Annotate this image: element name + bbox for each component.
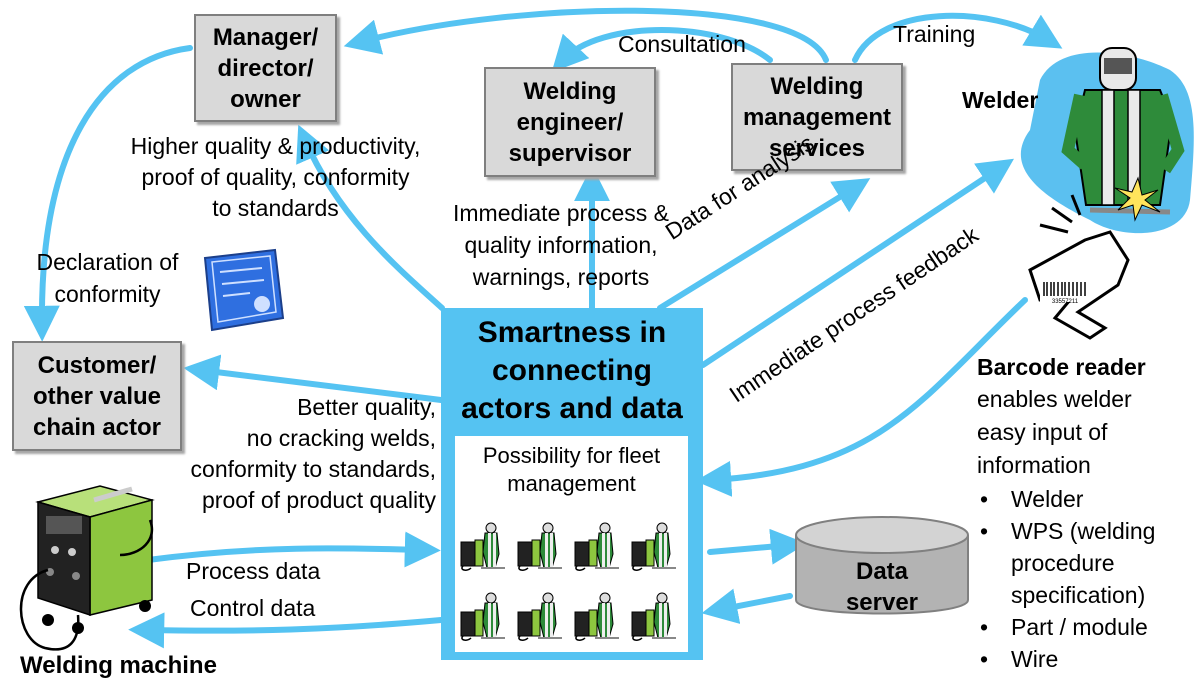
arrow-services-to-engineer (551, 27, 773, 73)
barcode-items: Welder WPS (welding procedure specificat… (977, 483, 1192, 675)
welder-figure-icon (1061, 47, 1185, 222)
control-data-label: Control data (190, 595, 316, 621)
arrow-hub-to-services (657, 178, 871, 311)
barcode-title: Barcode reader (977, 354, 1146, 380)
barcode-number: 33557211 (1052, 299, 1079, 305)
consultation-label: Consultation (618, 31, 746, 57)
barcode-item-welder: Welder (977, 483, 1192, 515)
arrow-services-to-manager (343, 7, 829, 63)
customer-benefits-label: Better quality, no cracking welds, confo… (190, 394, 436, 513)
engineer-label: Welding engineer/ supervisor (508, 77, 632, 167)
hub-node: Smartness in connecting actors and data … (441, 308, 703, 660)
arrow-hub-to-customer (183, 354, 444, 403)
process-data-label: Process data (186, 558, 321, 584)
customer-node: Customer/ other value chain actor (12, 341, 182, 451)
manager-label: Manager/ director/ owner (212, 23, 319, 113)
arrow-machine-to-hub (145, 531, 441, 568)
barcode-description: Barcode reader enables welder easy input… (977, 351, 1192, 675)
manager-benefits-label: Higher quality & productivity, proof of … (130, 133, 421, 221)
certificate-icon (203, 248, 285, 332)
fleet-station-icon (517, 592, 562, 641)
manager-node: Manager/ director/ owner (194, 14, 337, 122)
immediate-info-label: Immediate process & quality information,… (452, 200, 670, 290)
barcode-desc: enables welder easy input of information (977, 386, 1132, 478)
fleet-station-icon (574, 522, 619, 571)
fleet-station-icon (460, 592, 505, 641)
welder-label: Welder (962, 87, 1039, 113)
fleet-grid (460, 522, 676, 641)
arrow-hub-to-machine (128, 612, 444, 649)
fleet-station-icon (460, 522, 505, 571)
welding-machine-icon (19, 485, 155, 651)
fleet-station-icon (517, 522, 562, 571)
services-node: Welding management services (731, 63, 903, 171)
barcode-item-wire: Wire (977, 643, 1192, 675)
barcode-item-wps: WPS (welding procedure specification) (977, 515, 1192, 611)
fleet-station-icon (631, 592, 676, 641)
fleet-station-icon (574, 592, 619, 641)
barcode-item-part: Part / module (977, 611, 1192, 643)
arrow-server-to-hub (701, 588, 793, 625)
customer-label: Customer/ other value chain actor (32, 351, 162, 441)
machine-label: Welding machine (20, 652, 217, 679)
training-label: Training (893, 21, 976, 47)
hub-title: Smartness in connecting actors and data (461, 316, 683, 425)
server-label: Data server (845, 558, 919, 616)
arrow-hub-to-server (707, 528, 807, 565)
fleet-panel: Possibility for fleet management (455, 436, 688, 652)
arrow-barcode-to-hub (695, 297, 1028, 497)
arrow-hub-to-manager (296, 124, 445, 311)
engineer-node: Welding engineer/ supervisor (484, 67, 656, 177)
fleet-station-icon (631, 522, 676, 571)
declaration-label: Declaration of conformity (36, 249, 179, 307)
arrow-services-to-welder (852, 12, 1063, 63)
services-label: Welding management services (742, 72, 892, 162)
database-cylinder-icon (795, 516, 969, 615)
arrow-hub-to-welder (700, 158, 1015, 368)
fleet-label: Possibility for fleet management (482, 443, 661, 496)
barcode-reader-icon: 33557211 (1028, 194, 1130, 340)
arrow-manager-to-customer (23, 45, 193, 342)
